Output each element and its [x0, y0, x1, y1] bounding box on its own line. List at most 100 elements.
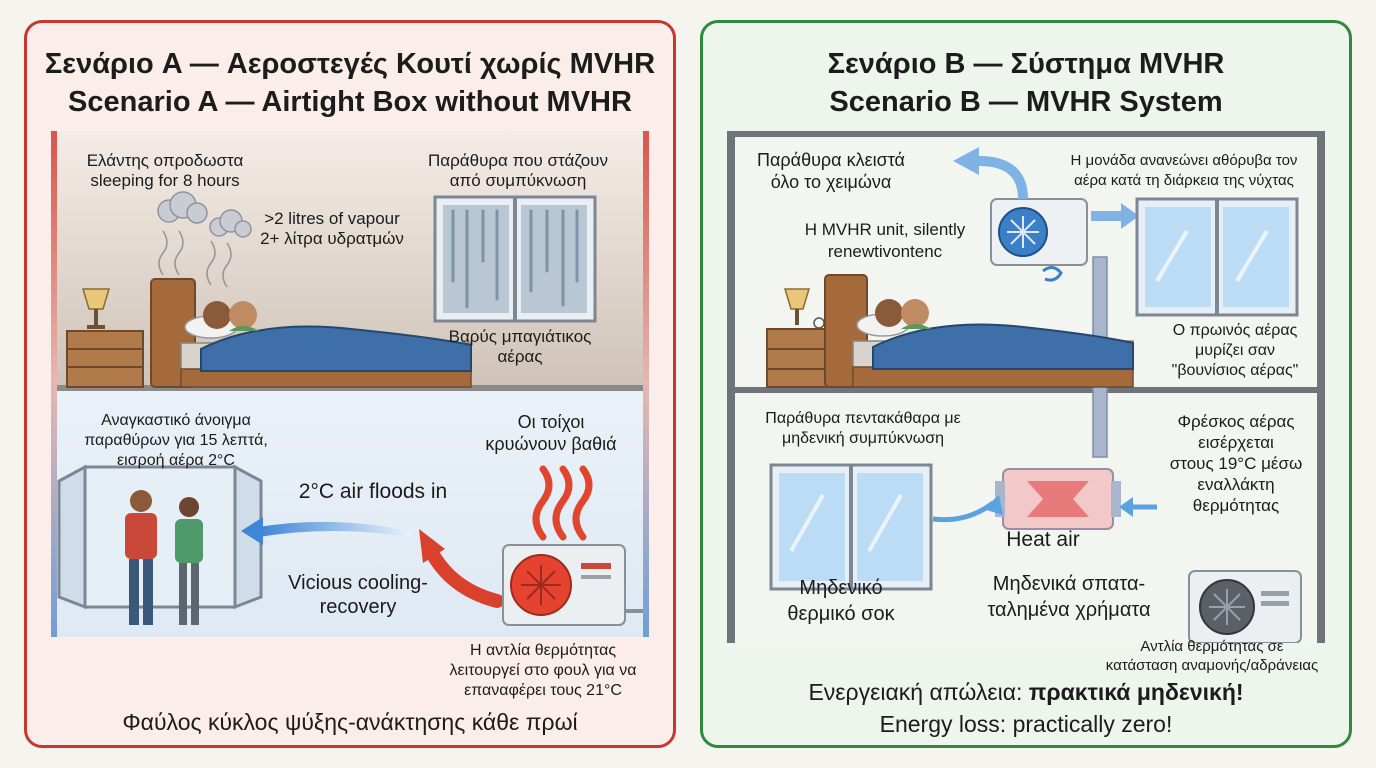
windows-closed-label-line1: Παράθυρα κλειστά [757, 150, 905, 170]
dripping-windows-label: Παράθυρα που στάζουν από συμπύκνωση [411, 151, 625, 191]
swirl-icon [1042, 266, 1063, 282]
air-floods-label: 2°C air floods in [298, 480, 448, 503]
sleepers-label-line1: Ελάντης οπροδωστα [86, 151, 244, 170]
scenario-b-title-greek: Σενάριο B — Σύστημα MVHR [827, 48, 1225, 80]
unit-renews-label: Η μονάδα ανανεώνει αθόρυβα τον αέρα κατά… [1029, 151, 1339, 191]
ceiling [727, 131, 1325, 137]
vapour-cloud-icon [157, 191, 252, 288]
clean-windows-label-line1: Παράθυρα πεντακάθαρα με [765, 410, 961, 427]
fresh-air-arrowhead [1119, 497, 1133, 517]
vapour-label-line1: >2 litres of vapour [264, 209, 400, 228]
fresh-air-label-line1: Φρέσκος αέρας [1177, 412, 1295, 431]
warm-air-arrowhead [983, 495, 1003, 515]
clean-window-icon [769, 463, 933, 591]
windows-closed-label-line2: όλο το χειμώνα [770, 172, 892, 192]
heat-pump-standby-icon [1188, 570, 1302, 643]
footer-greek-prefix: Ενεργειακή απώλεια: [808, 679, 1029, 705]
forced-open-label-line2: παραθύρων για 15 λεπτά, [84, 432, 268, 449]
forced-open-label: Αναγκαστικό άνοιγμα παραθύρων για 15 λεπ… [61, 411, 291, 471]
zero-wasted-money-label-line2: ταλημένα χρήματα [987, 599, 1151, 621]
forced-open-label-line3: εισροή αέρα 2°C [117, 452, 235, 469]
fresh-air-label-line4: εναλλάκτη [1197, 475, 1275, 494]
cold-air-arrow [259, 521, 411, 537]
heat-flames-icon [532, 465, 593, 541]
recovery-arrow [424, 544, 504, 608]
scenario-b-panel: Σενάριο B — Σύστημα MVHR Scenario B — MV… [700, 20, 1352, 748]
bedside-lamp-icon [783, 288, 811, 325]
person-woman-icon [175, 497, 203, 625]
fresh-air-label-line3: στους 19°C μέσω [1169, 454, 1303, 473]
clean-windows-label: Παράθυρα πεντακάθαρα με μηδενική συμπύκν… [743, 409, 983, 449]
scenario-a-illustration [51, 131, 649, 637]
walls-cool-label-line2: κρυώνουν βαθιά [485, 434, 617, 454]
open-window-icon [57, 464, 263, 610]
floor-divider [51, 385, 649, 391]
pump-full-label-line1: Η αντλία θερμότητας [469, 642, 617, 659]
sleepers-label: Ελάντης οπροδωστα sleeping for 8 hours [65, 151, 265, 191]
mvhr-unit-label-line1: H MVHR unit, silently [804, 220, 966, 239]
unit-renews-label-line1: Η μονάδα ανανεώνει αθόρυβα τον [1070, 152, 1298, 169]
forced-open-label-line1: Αναγκαστικό άνοιγμα [101, 412, 251, 429]
scenario-b-footer-english: Energy loss: practically zero! [879, 711, 1173, 737]
windows-closed-label: Παράθυρα κλειστά όλο το χειμώνα [731, 149, 931, 193]
scenario-a-title-english: Scenario A — Airtight Box without MVHR [68, 86, 632, 118]
morning-air-label-line3: "βουνίσιος αέρας" [1171, 362, 1299, 379]
heat-air-label: Heat air [1006, 528, 1080, 551]
sleepers-label-line2: sleeping for 8 hours [90, 171, 240, 190]
bedside-lamp-icon [81, 288, 111, 329]
footer-greek-bold: πρακτικά μηδενική! [1028, 679, 1244, 705]
vicious-cycle-label-line2: recovery [319, 596, 397, 618]
person-man-icon [125, 490, 157, 625]
clean-windows-label-line2: μηδενική συμπύκνωση [782, 430, 944, 447]
right-wall [643, 131, 649, 637]
mvhr-unit-icon [990, 198, 1088, 266]
zero-wasted-money-label: Μηδενικά σπατα- ταλημένα χρήματα [969, 571, 1169, 623]
dripping-windows-label-line1: Παράθυρα που στάζουν [428, 151, 608, 170]
scenario-b-title-english: Scenario B — MVHR System [829, 86, 1223, 118]
floor-divider [727, 387, 1325, 393]
unit-renews-label-line2: αέρα κατά τη διάρκεια της νύχτας [1074, 172, 1294, 189]
walls-cool-label: Οι τοίχοι κρυώνουν βαθιά [461, 411, 641, 455]
zero-thermal-shock-label-line1: Μηδενικό [799, 577, 883, 599]
stale-air-label: Βαρύς μπαγιάτικος αέρας [425, 327, 615, 367]
walls-cool-label-line1: Οι τοίχοι [517, 412, 585, 432]
stale-air-label-line1: Βαρύς μπαγιάτικος [448, 327, 592, 346]
pump-full-label-line3: επαναφέρει τους 21°C [464, 682, 622, 699]
vapour-label-line2: 2+ λίτρα υδρατμών [260, 229, 404, 248]
scenario-a-title-greek: Σενάριο A — Αεροστεγές Κουτί χωρίς MVHR [44, 48, 656, 80]
dripping-window-icon [433, 195, 597, 323]
dripping-windows-label-line2: από συμπύκνωση [449, 171, 587, 190]
zero-thermal-shock-label-line2: θερμικό σοκ [787, 603, 895, 625]
zero-thermal-shock-label: Μηδενικό θερμικό σοκ [751, 575, 931, 627]
heat-pump-icon [502, 544, 643, 626]
stale-air-label-line2: αέρας [497, 347, 543, 366]
vicious-cycle-label: Vicious cooling- recovery [263, 571, 453, 619]
left-wall [51, 131, 57, 637]
morning-air-label-line2: μυρίζει σαν [1195, 342, 1275, 359]
pump-full-label: Η αντλία θερμότητας λειτουργεί στο φουλ … [433, 641, 653, 701]
vicious-cycle-label-line1: Vicious cooling- [288, 572, 428, 594]
scenario-b-illustration [727, 131, 1325, 643]
vapour-label: >2 litres of vapour 2+ λίτρα υδρατμών [237, 209, 427, 249]
closed-window-icon [1135, 197, 1299, 317]
scenario-a-panel: Σενάριο A — Αεροστεγές Κουτί χωρίς MVHR … [24, 20, 676, 748]
zero-wasted-money-label-line1: Μηδενικά σπατα- [992, 573, 1146, 595]
mvhr-unit-label-line2: renewtivontenc [827, 242, 943, 261]
recovery-arrowhead [419, 529, 445, 563]
scenario-b-footer-greek: Ενεργειακή απώλεια: πρακτικά μηδενική! [703, 677, 1349, 707]
nightstand [66, 330, 144, 388]
morning-air-label: Ο πρωινός αέρας μυρίζει σαν "βουνίσιος α… [1137, 321, 1333, 381]
fresh-air-label: Φρέσκος αέρας εισέρχεται στους 19°C μέσω… [1141, 411, 1331, 516]
cold-air-arrowhead [241, 517, 263, 545]
pump-standby-label: Αντλία θερμότητας σε κατάσταση αναμονής/… [1081, 637, 1343, 675]
supply-arrowhead [1121, 203, 1139, 229]
bed-with-sleepers [824, 274, 1134, 388]
mvhr-unit-label: H MVHR unit, silently renewtivontenc [787, 219, 983, 263]
supply-air-stream [1091, 211, 1123, 221]
bed-with-sleepers [150, 278, 472, 388]
pump-full-label-line2: λειτουργεί στο φουλ για να [449, 662, 637, 679]
fresh-air-label-line5: θερμότητας [1192, 496, 1280, 515]
heat-exchanger-icon [995, 468, 1121, 530]
exhaust-air-stream [978, 156, 1028, 200]
exhaust-arrowhead [953, 147, 979, 175]
